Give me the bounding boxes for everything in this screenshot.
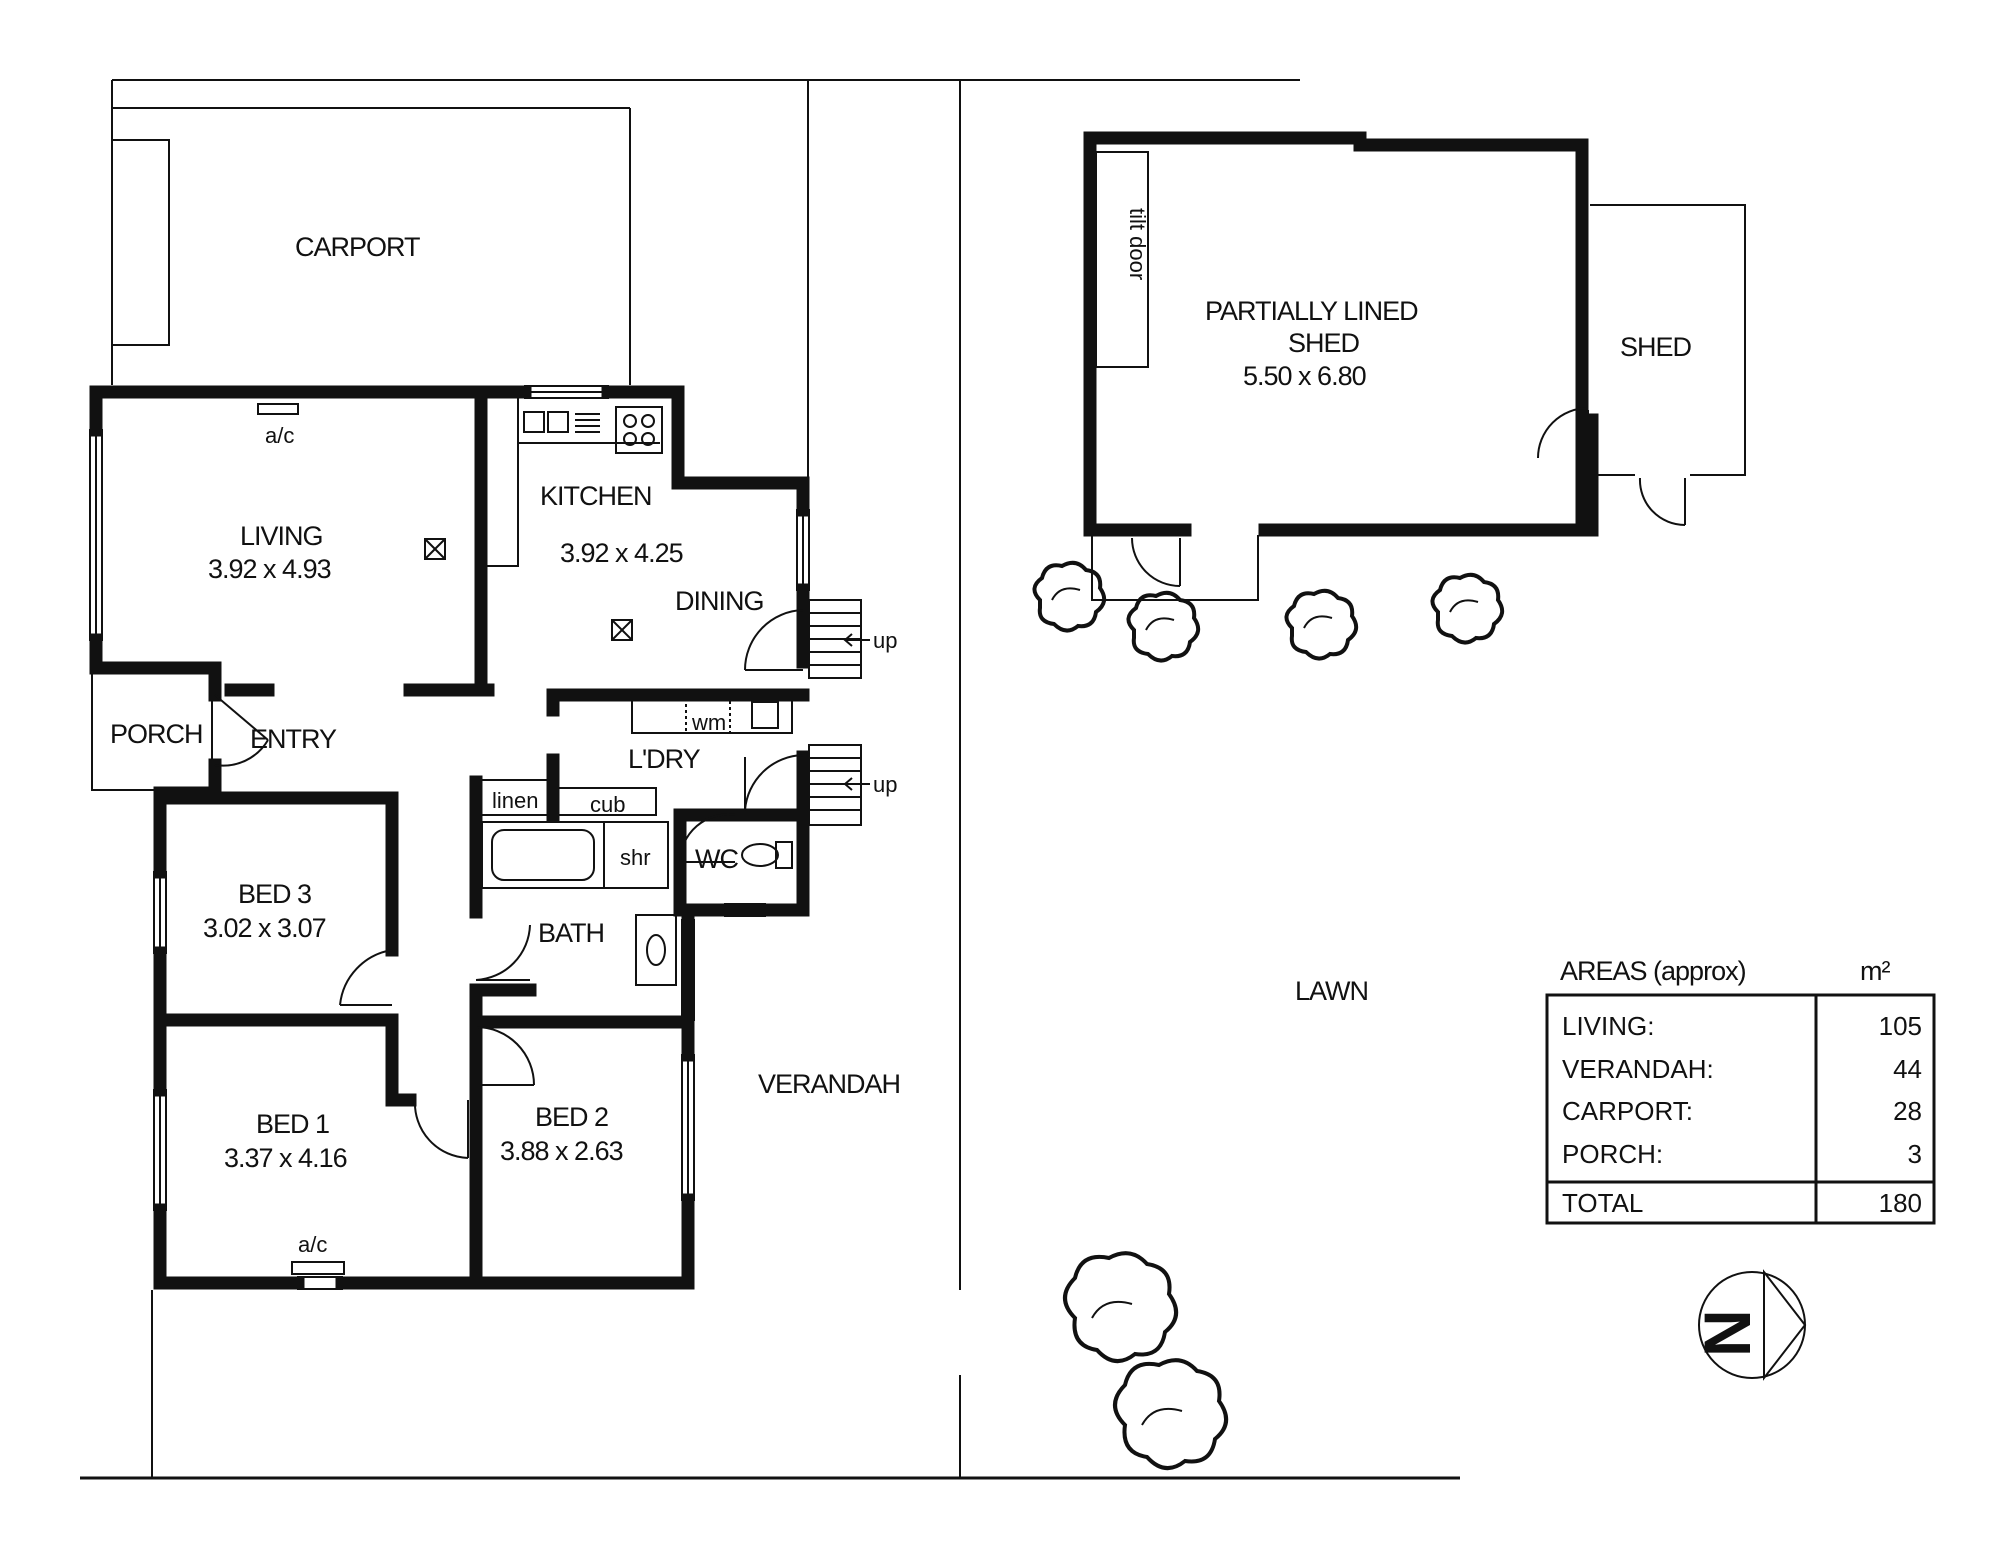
areas-row-value: 3	[1908, 1139, 1922, 1169]
ac-unit-icon	[257, 403, 299, 415]
doors	[214, 609, 804, 1159]
living-dimensions: 3.92 x 4.93	[208, 554, 331, 584]
linen-label: linen	[492, 788, 538, 813]
entry-label: ENTRY	[250, 724, 337, 754]
vanity-basin	[635, 914, 677, 986]
porch-label: PORCH	[110, 719, 203, 749]
ac-label: a/c	[298, 1232, 327, 1257]
areas-row-label: CARPORT:	[1562, 1096, 1693, 1126]
tree-icon	[1430, 572, 1505, 645]
north-arrow-icon: N	[1690, 1269, 1807, 1381]
areas-total-value: 180	[1879, 1188, 1922, 1218]
linen-cupboard	[478, 779, 657, 816]
tree-icon	[1032, 560, 1107, 633]
shed-label: SHED	[1620, 332, 1692, 362]
shower-label: shr	[620, 845, 651, 870]
bed3-dimensions: 3.02 x 3.07	[203, 913, 326, 943]
ac-unit-icon	[291, 1261, 345, 1275]
toilet-icon	[741, 841, 793, 869]
tree-icon	[1284, 588, 1359, 661]
tilt-door-label: tilt door	[1125, 208, 1150, 280]
areas-row-label: LIVING:	[1562, 1011, 1654, 1041]
shed-structure	[1083, 131, 1746, 601]
areas-title: AREAS (approx)	[1560, 956, 1746, 986]
property-boundary	[80, 79, 1460, 1480]
up-label: up	[873, 628, 897, 653]
bath-shower	[481, 821, 669, 889]
up-label: up	[873, 772, 897, 797]
kitchen-dimensions: 3.92 x 4.25	[560, 538, 683, 568]
ac-label: a/c	[265, 423, 294, 448]
areas-row-value: 105	[1879, 1011, 1922, 1041]
kitchen-bench	[483, 398, 660, 567]
tree-icon	[1126, 590, 1201, 663]
areas-row-label: PORCH:	[1562, 1139, 1663, 1169]
tree-icon	[1063, 1251, 1178, 1363]
dining-label: DINING	[675, 586, 764, 616]
shed-main-label: SHED	[1288, 328, 1360, 358]
kitchen-label: KITCHEN	[540, 481, 652, 511]
bed3-label: BED 3	[238, 879, 311, 909]
lawn-label: LAWN	[1295, 976, 1368, 1006]
living-label: LIVING	[240, 521, 323, 551]
ceiling-fan-icon	[424, 538, 446, 560]
areas-row-label: VERANDAH:	[1562, 1054, 1714, 1084]
bath-label: BATH	[538, 918, 604, 948]
cub-label: cub	[590, 792, 625, 817]
bed2-dimensions: 3.88 x 2.63	[500, 1136, 623, 1166]
ceiling-fan-icon	[611, 619, 633, 641]
windows	[89, 385, 810, 1290]
verandah-label: VERANDAH	[758, 1069, 900, 1099]
north-letter: N	[1690, 1309, 1764, 1357]
carport	[111, 107, 631, 385]
areas-total-label: TOTAL	[1562, 1188, 1643, 1218]
bed2-label: BED 2	[535, 1102, 608, 1132]
porch	[91, 671, 213, 791]
carport-label: CARPORT	[295, 232, 420, 262]
shed-main-label: PARTIALLY LINED	[1205, 296, 1418, 326]
house-walls	[89, 385, 810, 1290]
areas-unit: m²	[1860, 956, 1890, 986]
bed1-dimensions: 3.37 x 4.16	[224, 1143, 347, 1173]
areas-row-value: 28	[1893, 1096, 1922, 1126]
laundry-label: L'DRY	[628, 744, 701, 774]
stove-icon	[615, 406, 663, 454]
bed1-label: BED 1	[256, 1109, 329, 1139]
areas-row-value: 44	[1893, 1054, 1922, 1084]
areas-table: AREAS (approx) m² LIVING: 105 VERANDAH: …	[1545, 956, 1936, 1225]
laundry-fixtures	[631, 696, 793, 734]
wc-label: WC	[695, 844, 738, 874]
steps-up	[808, 599, 870, 826]
tree-icon	[1113, 1358, 1228, 1470]
shed-main-dimensions: 5.50 x 6.80	[1243, 361, 1366, 391]
washing-machine-label: wm	[691, 710, 726, 735]
